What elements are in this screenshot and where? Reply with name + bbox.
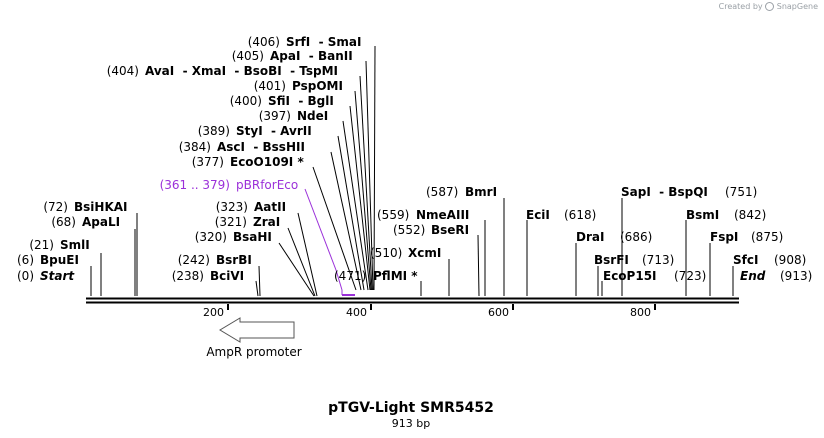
start-label: Start	[40, 269, 75, 283]
primer-leader-line	[304, 188, 337, 271]
enzyme-xcmi[interactable]: XcmI	[408, 246, 441, 260]
svg-text:(389): (389)	[198, 124, 230, 138]
svg-text:(559): (559)	[377, 208, 409, 222]
enzyme-avai-xmai-bsobi-tspmi[interactable]: AvaI - XmaI - BsoBI - TspMI	[145, 64, 338, 78]
enzyme-aatii[interactable]: AatII	[254, 200, 286, 214]
enzyme-zrai[interactable]: ZraI	[253, 215, 280, 229]
svg-text:(6): (6)	[17, 253, 34, 267]
snapgene-logo-icon	[765, 2, 775, 11]
right-labels: (471) PflMI * (510) XcmI (552) BseRI (55…	[334, 185, 812, 283]
svg-text:(875): (875)	[751, 230, 783, 244]
svg-text:(552): (552)	[393, 223, 425, 237]
cut-site-lines	[90, 45, 734, 297]
enzyme-ecoo109i[interactable]: EcoO109I *	[230, 155, 304, 169]
credit-badge: Created by SnapGene	[719, 2, 818, 11]
svg-text:(323): (323)	[216, 200, 248, 214]
plasmid-title: pTGV-Light SMR5452	[328, 400, 494, 416]
enzyme-apai-banii[interactable]: ApaI - BanII	[270, 49, 353, 63]
svg-text:(400): (400)	[230, 94, 262, 108]
svg-text:(587): (587)	[426, 185, 458, 199]
primer-pbrforeco[interactable]: (361 .. 379) pBRforEco	[160, 178, 355, 296]
feature-label: AmpR promoter	[206, 345, 301, 359]
plasmid-length: 913 bp	[392, 417, 430, 430]
enzyme-bseri[interactable]: BseRI	[431, 223, 469, 237]
svg-text:(913): (913)	[780, 269, 812, 283]
ruler-label-600: 600	[488, 306, 509, 319]
svg-text:(242): (242)	[178, 253, 210, 267]
enzyme-psp-omi[interactable]: PspOMI	[292, 79, 343, 93]
enzyme-apali[interactable]: ApaLI	[82, 215, 120, 229]
enzyme-bsrbi[interactable]: BsrBI	[216, 253, 252, 267]
enzyme-srfi-smai[interactable]: SrfI - SmaI	[286, 35, 361, 49]
enzyme-styi-avrii[interactable]: StyI - AvrII	[236, 124, 312, 138]
svg-text:(397): (397)	[259, 109, 291, 123]
svg-text:(72): (72)	[43, 200, 68, 214]
enzyme-bpuei[interactable]: BpuEI	[40, 253, 79, 267]
svg-text:(238): (238)	[172, 269, 204, 283]
ruler-label-400: 400	[346, 306, 367, 319]
svg-text:(686): (686)	[620, 230, 652, 244]
enzyme-ecii[interactable]: EciI	[526, 208, 550, 222]
svg-text:(405): (405)	[232, 49, 264, 63]
end-label: End	[740, 269, 766, 283]
enzyme-bsihkai[interactable]: BsiHKAI	[74, 200, 128, 214]
enzyme-bmri[interactable]: BmrI	[465, 185, 497, 199]
svg-text:(618): (618)	[564, 208, 596, 222]
svg-text:(723): (723)	[674, 269, 706, 283]
enzyme-ecop15i[interactable]: EcoP15I	[603, 269, 657, 283]
ruler-label-200: 200	[203, 306, 224, 319]
enzyme-fspi[interactable]: FspI	[710, 230, 738, 244]
svg-text:(404): (404)	[107, 64, 139, 78]
svg-text:(377): (377)	[192, 155, 224, 169]
enzyme-nmeaiii[interactable]: NmeAIII	[416, 208, 469, 222]
feature-ampr-promoter[interactable]: AmpR promoter	[206, 317, 302, 359]
enzyme-bsmi[interactable]: BsmI	[686, 208, 719, 222]
enzyme-sfii-bgli[interactable]: SfiI - BglI	[268, 94, 334, 108]
enzyme-smli[interactable]: SmlI	[60, 238, 90, 252]
svg-text:(471): (471)	[334, 269, 366, 283]
svg-text:(751): (751)	[725, 185, 757, 199]
ruler: 200 400 600 800	[203, 304, 656, 319]
credit-brand: SnapGene	[776, 2, 818, 11]
svg-text:(321): (321)	[215, 215, 247, 229]
ruler-label-800: 800	[630, 306, 651, 319]
svg-text:(510): (510)	[370, 246, 402, 260]
primer-label: pBRforEco	[236, 178, 298, 192]
svg-text:(406): (406)	[248, 35, 280, 49]
enzyme-sfci[interactable]: SfcI	[733, 253, 758, 267]
svg-text:(842): (842)	[734, 208, 766, 222]
primer-range: (361 .. 379)	[160, 178, 230, 192]
svg-text:(713): (713)	[642, 253, 674, 267]
enzyme-bsahi[interactable]: BsaHI	[233, 230, 272, 244]
svg-text:(384): (384)	[179, 140, 211, 154]
left-labels: (0) Start (6) BpuEI (21) SmlI (68) ApaLI…	[17, 35, 361, 283]
svg-text:(21): (21)	[29, 238, 54, 252]
enzyme-bcivi[interactable]: BciVI	[210, 269, 244, 283]
primer-leader-line-2	[335, 269, 343, 291]
svg-text:(68): (68)	[51, 215, 76, 229]
enzyme-bsrfi[interactable]: BsrFI	[594, 253, 629, 267]
enzyme-sapi-bspqi[interactable]: SapI - BspQI	[621, 185, 708, 199]
enzyme-pflmi[interactable]: PflMI *	[373, 269, 418, 283]
svg-text:(320): (320)	[195, 230, 227, 244]
credit-text: Created by	[718, 2, 763, 11]
svg-text:(401): (401)	[254, 79, 286, 93]
enzyme-ndei[interactable]: NdeI	[297, 109, 328, 123]
svg-text:(0): (0)	[17, 269, 34, 283]
left-arrow-icon	[219, 317, 295, 343]
svg-text:(908): (908)	[774, 253, 806, 267]
enzyme-drai[interactable]: DraI	[576, 230, 604, 244]
enzyme-asci-bsshii[interactable]: AscI - BssHII	[217, 140, 305, 154]
